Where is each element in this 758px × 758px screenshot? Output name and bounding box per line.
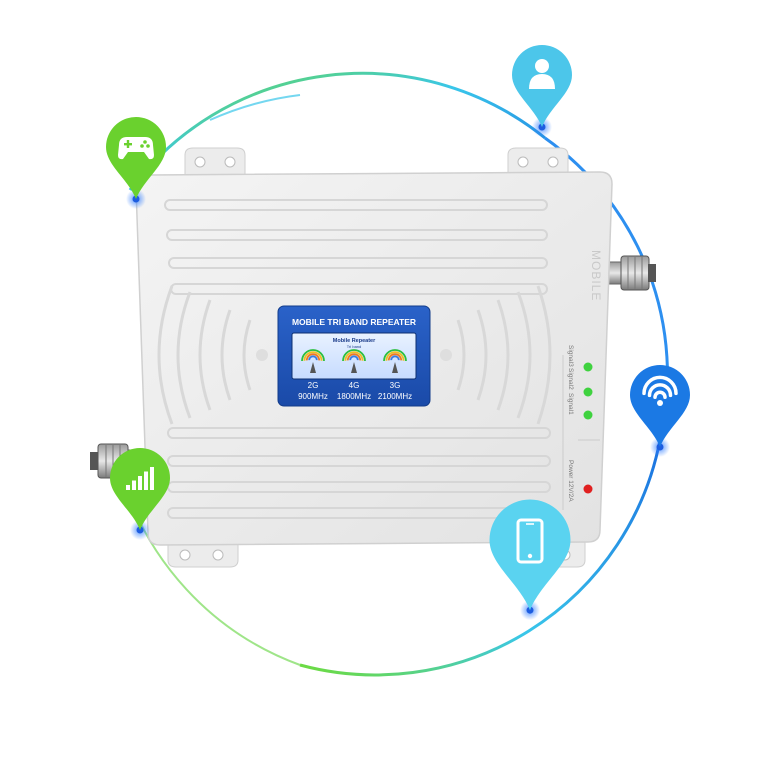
wifi-icon [642,375,678,406]
indicator-label: Signal2 [567,368,574,390]
body-rib [167,427,551,439]
location-pin [512,45,572,137]
side-brand-text: MOBILE [589,250,603,301]
location-pin [630,365,690,457]
band-frequency: 1800MHz [337,392,371,401]
front-label: MOBILE TRI BAND REPEATER Mobile Repeater… [277,305,431,407]
indicator-label: Signal3 [567,345,574,367]
user-icon [529,59,555,89]
band-frequency: 900MHz [298,392,328,401]
antenna-connector-right [607,255,656,291]
lcd-title: Mobile Repeater [333,338,376,344]
body-rib [168,257,548,269]
band-name: 4G [349,381,360,390]
indicator-label: Power 12V/2A [567,460,574,502]
location-pin [489,499,571,621]
location-pin [110,448,170,540]
body-rib [164,199,548,211]
indicator-label: Signal1 [567,393,574,415]
label-title: MOBILE TRI BAND REPEATER [292,317,416,327]
lcd-signal-icon [301,349,325,373]
band-name: 2G [308,381,319,390]
lcd-signal-icon [342,349,366,373]
lcd-subtitle: Tri band [347,344,362,349]
band-frequency: 2100MHz [378,392,412,401]
signal-led [583,362,593,372]
gamepad-icon [118,137,154,160]
power-led [583,484,593,494]
signal-led [583,387,593,397]
lcd-signal-icon [383,349,407,373]
signal-bars-icon [126,467,154,490]
smartphone-icon [516,518,544,564]
band-name: 3G [390,381,401,390]
body-rib [167,455,551,467]
location-pin [106,117,166,209]
body-rib [166,229,548,241]
signal-led [583,410,593,420]
